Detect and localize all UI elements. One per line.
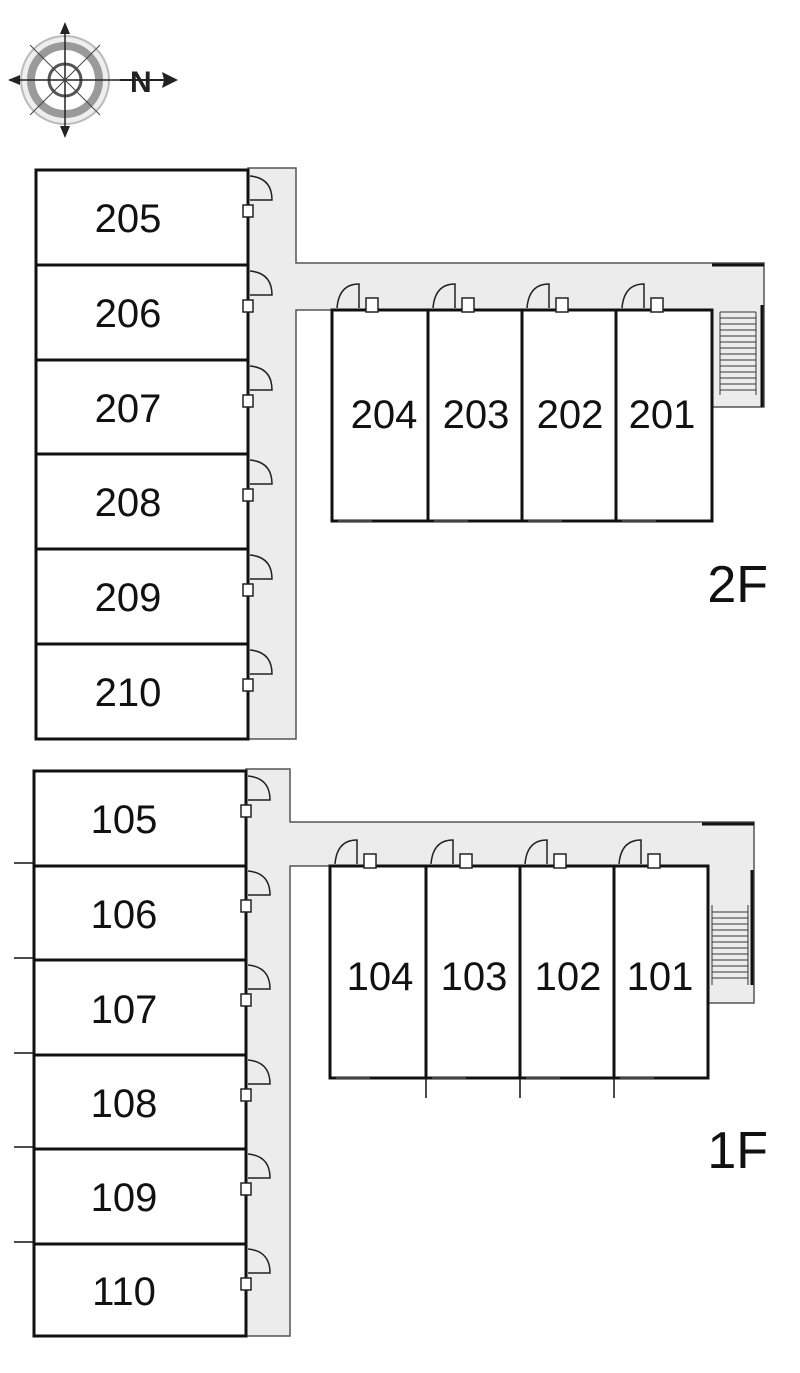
room-101[interactable]: 101 [612,839,710,1080]
room-number: 104 [347,955,414,999]
north-label: N [130,66,152,99]
room-208[interactable]: 208 [34,452,273,551]
room-number: 109 [91,1176,158,1220]
room-110[interactable]: 110 [32,1242,271,1338]
room-number: 210 [95,671,162,715]
room-105[interactable]: 105 [32,769,271,868]
room-number: 110 [92,1270,156,1314]
room-210[interactable]: 210 [34,642,273,741]
room-number: 103 [441,955,508,999]
room-104[interactable]: 104 [328,839,428,1098]
room-201[interactable]: 201 [614,283,714,523]
room-number: 204 [351,393,418,437]
room-number: 206 [95,292,162,336]
room-107[interactable]: 107 [32,958,271,1057]
room-203[interactable]: 203 [426,283,524,523]
room-number: 209 [95,576,162,620]
floor-label: 1F [707,1122,768,1180]
room-number: 207 [95,387,162,431]
room-number: 106 [91,893,158,937]
room-103[interactable]: 103 [424,839,522,1098]
room-109[interactable]: 109 [32,1147,271,1246]
room-106[interactable]: 106 [32,864,271,962]
floor-1f: 105 106 107 108 109 [14,768,768,1338]
room-206[interactable]: 206 [34,263,273,362]
room-number: 202 [537,393,604,437]
room-209[interactable]: 209 [34,547,273,646]
compass-icon: N [8,22,178,138]
room-number: 205 [95,197,162,241]
room-number: 107 [91,988,158,1032]
room-108[interactable]: 108 [32,1053,271,1151]
room-207[interactable]: 207 [34,358,273,456]
staircase [711,905,749,985]
floor-label: 2F [707,556,768,614]
room-102[interactable]: 102 [518,839,616,1098]
staircase [719,311,757,395]
room-202[interactable]: 202 [520,283,618,523]
room-number: 105 [91,798,158,842]
room-number: 203 [443,393,510,437]
room-number: 201 [629,393,696,437]
room-number: 102 [535,955,602,999]
room-205[interactable]: 205 [34,168,273,267]
room-number: 208 [95,481,162,525]
room-number: 108 [91,1082,158,1126]
room-204[interactable]: 204 [330,283,430,523]
room-number: 101 [627,955,694,999]
floor-2f: 205 206 207 208 209 [34,167,768,741]
